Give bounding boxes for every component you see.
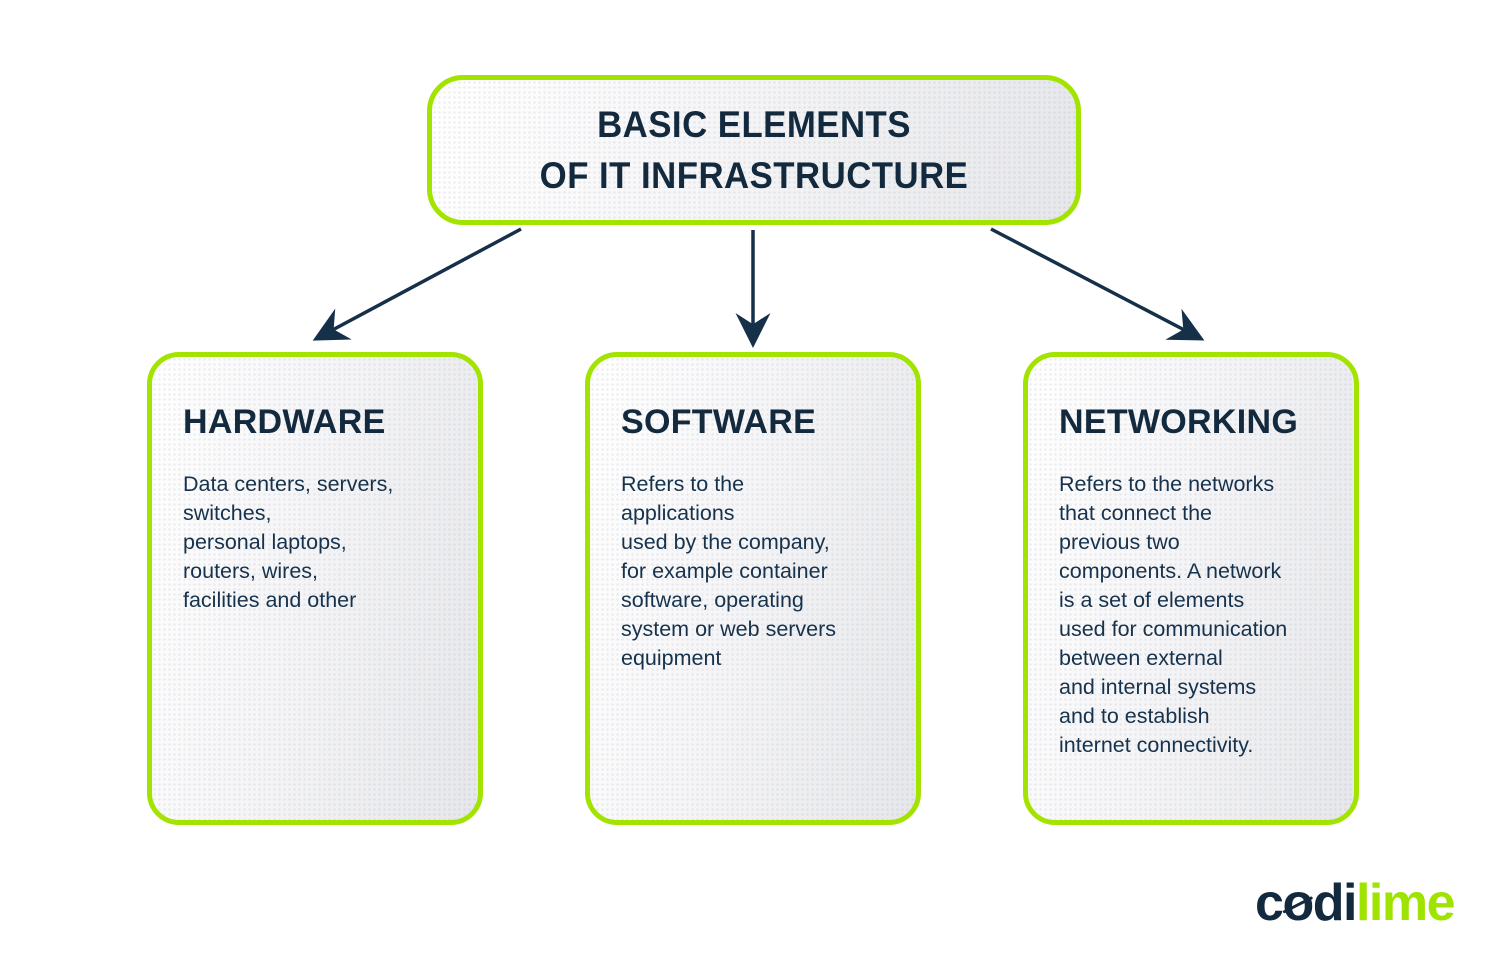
- card-software: SOFTWARE Refers to the applications used…: [585, 352, 921, 825]
- logo-text-di: di: [1312, 874, 1358, 932]
- card-networking: NETWORKING Refers to the networks that c…: [1023, 352, 1359, 825]
- arrow-to-networking: [990, 227, 1205, 341]
- card-hardware-body: Data centers, servers, switches, persona…: [183, 472, 394, 612]
- arrow-to-hardware: [312, 227, 522, 341]
- card-software-heading: SOFTWARE: [621, 403, 817, 441]
- title-box: BASIC ELEMENTS OF IT INFRASTRUCTURE: [427, 75, 1081, 225]
- logo-text-lime: lime: [1355, 874, 1456, 932]
- logo-text-c: c: [1255, 874, 1284, 932]
- card-hardware: HARDWARE Data centers, servers, switches…: [147, 352, 483, 825]
- codilime-logo: codilime: [1255, 874, 1456, 932]
- card-hardware-heading: HARDWARE: [183, 403, 386, 441]
- card-software-body: Refers to the applications used by the c…: [621, 472, 837, 670]
- logo-slashed-o: o: [1282, 874, 1314, 932]
- card-networking-body: Refers to the networks that connect the …: [1059, 472, 1288, 757]
- page-title: BASIC ELEMENTS OF IT INFRASTRUCTURE: [539, 103, 969, 196]
- card-networking-heading: NETWORKING: [1059, 403, 1299, 441]
